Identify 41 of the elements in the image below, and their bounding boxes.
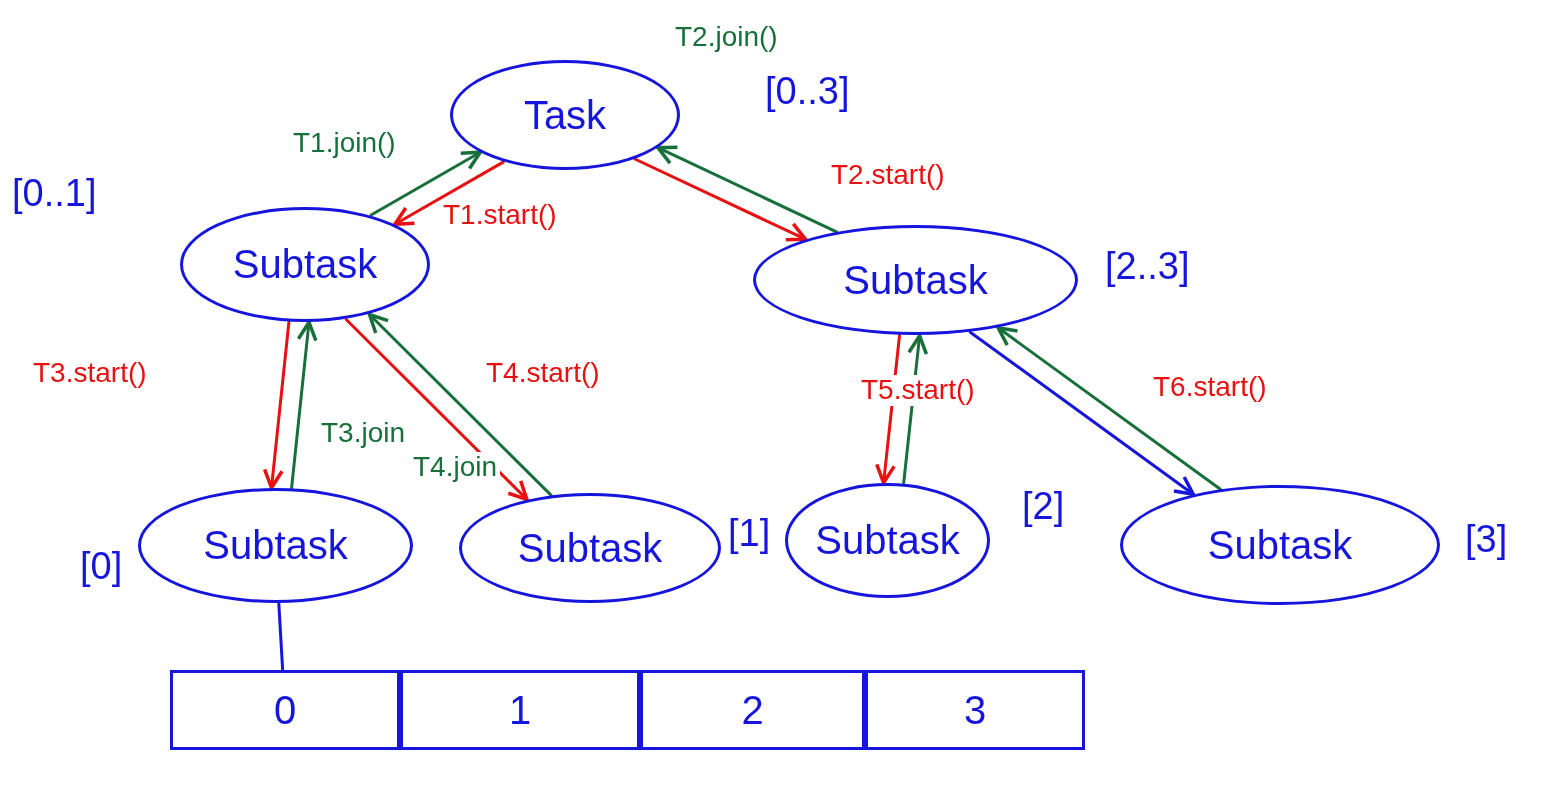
node-label: Subtask xyxy=(815,518,960,563)
ellipse-node xyxy=(785,483,990,598)
ellipse-node xyxy=(138,488,413,603)
ellipse-node xyxy=(180,207,430,322)
index-range: [1] xyxy=(728,512,771,555)
array-cell xyxy=(400,670,640,750)
index-range: [0..1] xyxy=(12,172,97,215)
node-label: 1 xyxy=(508,687,532,733)
array-cell xyxy=(865,670,1085,750)
ellipse-node xyxy=(450,60,680,170)
node-label: 0 xyxy=(273,687,297,733)
node-label: Subtask xyxy=(232,242,378,287)
edge-label: T4.join xyxy=(410,452,501,483)
node-label: 3 xyxy=(963,687,987,733)
ellipse-node xyxy=(753,225,1078,335)
arrow xyxy=(968,330,1195,497)
arrow xyxy=(393,160,505,227)
node-label: Subtask xyxy=(517,525,663,571)
arrow xyxy=(344,318,529,502)
index-range: [2..3] xyxy=(1105,245,1190,288)
arrow xyxy=(633,157,808,242)
ellipse-node xyxy=(1120,485,1440,605)
node-label: Task xyxy=(523,92,607,138)
node-label: 2 xyxy=(741,687,764,733)
arrow xyxy=(290,320,318,490)
node-label: Subtask xyxy=(843,257,988,303)
index-range: [0..3] xyxy=(765,70,850,113)
index-range: [0] xyxy=(80,545,123,588)
arrow xyxy=(369,150,483,217)
arrow xyxy=(656,145,838,234)
arrow xyxy=(996,326,1222,491)
node-label: Subtask xyxy=(1207,522,1353,568)
arrow xyxy=(367,312,553,497)
ellipse-node xyxy=(459,493,721,603)
array-cell xyxy=(640,670,865,750)
index-range: [2] xyxy=(1022,485,1065,528)
node-label: Subtask xyxy=(203,523,348,568)
arrow xyxy=(262,320,291,490)
connector-line xyxy=(277,601,285,671)
index-range: [3] xyxy=(1465,518,1508,561)
array-cell xyxy=(170,670,400,750)
